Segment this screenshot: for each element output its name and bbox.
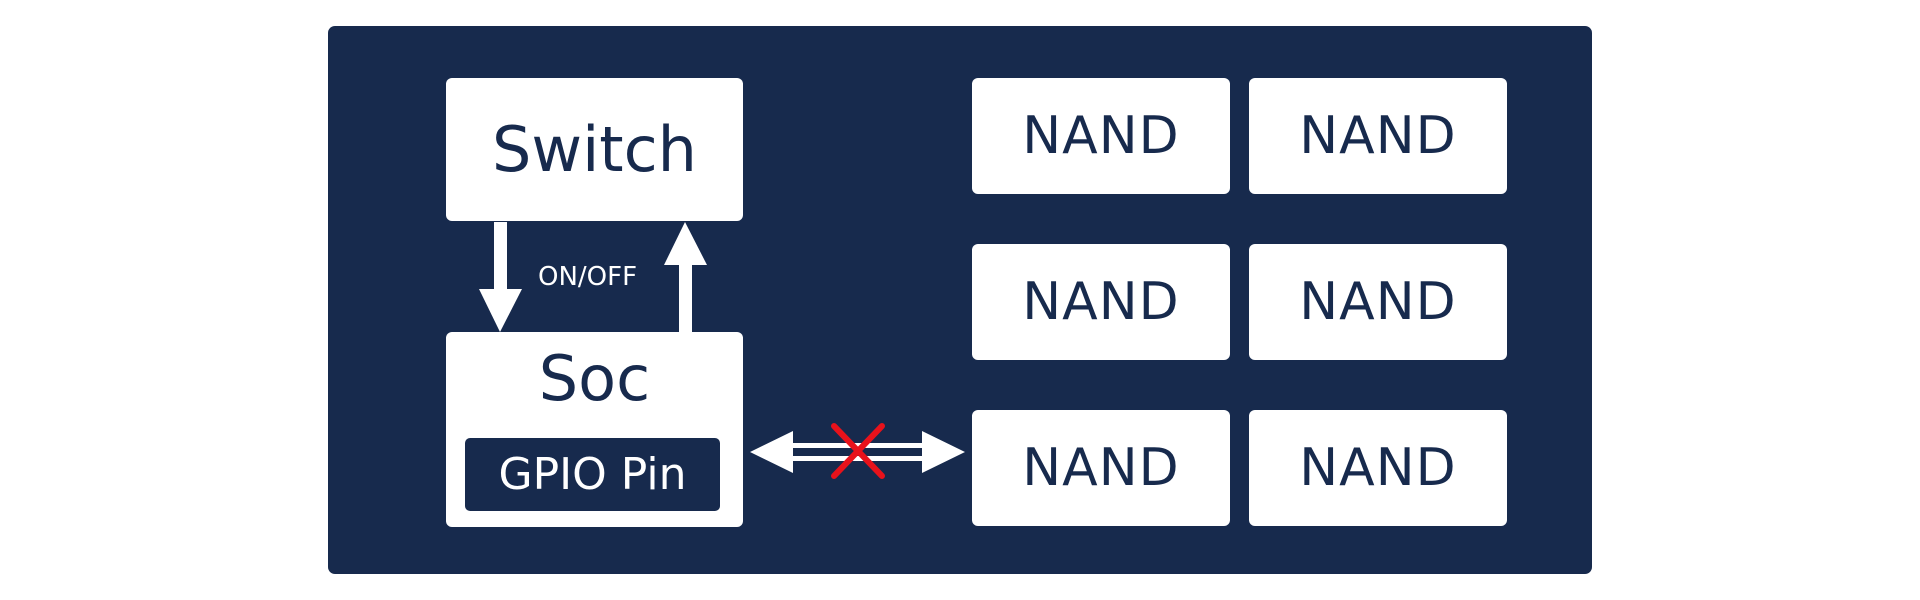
gpio-pin-label: GPIO Pin	[498, 449, 687, 500]
arrow-down-icon	[479, 222, 522, 332]
nand-label: NAND	[1299, 272, 1457, 332]
nand-chip: NAND	[1249, 78, 1507, 194]
nand-chip: NAND	[1249, 410, 1507, 526]
soc-box: Soc GPIO Pin	[446, 332, 743, 527]
nand-label: NAND	[1022, 438, 1180, 498]
nand-label: NAND	[1299, 438, 1457, 498]
nand-chip: NAND	[972, 78, 1230, 194]
nand-label: NAND	[1022, 272, 1180, 332]
on-off-label: ON/OFF	[538, 262, 638, 292]
nand-chip: NAND	[972, 244, 1230, 360]
nand-label: NAND	[1299, 106, 1457, 166]
nand-chip: NAND	[972, 410, 1230, 526]
arrow-up-icon	[664, 222, 707, 332]
nand-label: NAND	[1022, 106, 1180, 166]
cross-icon	[831, 423, 885, 479]
gpio-pin-box: GPIO Pin	[465, 438, 720, 511]
soc-label: Soc	[538, 342, 651, 415]
switch-label: Switch	[492, 113, 697, 186]
switch-box: Switch	[446, 78, 743, 221]
nand-chip: NAND	[1249, 244, 1507, 360]
